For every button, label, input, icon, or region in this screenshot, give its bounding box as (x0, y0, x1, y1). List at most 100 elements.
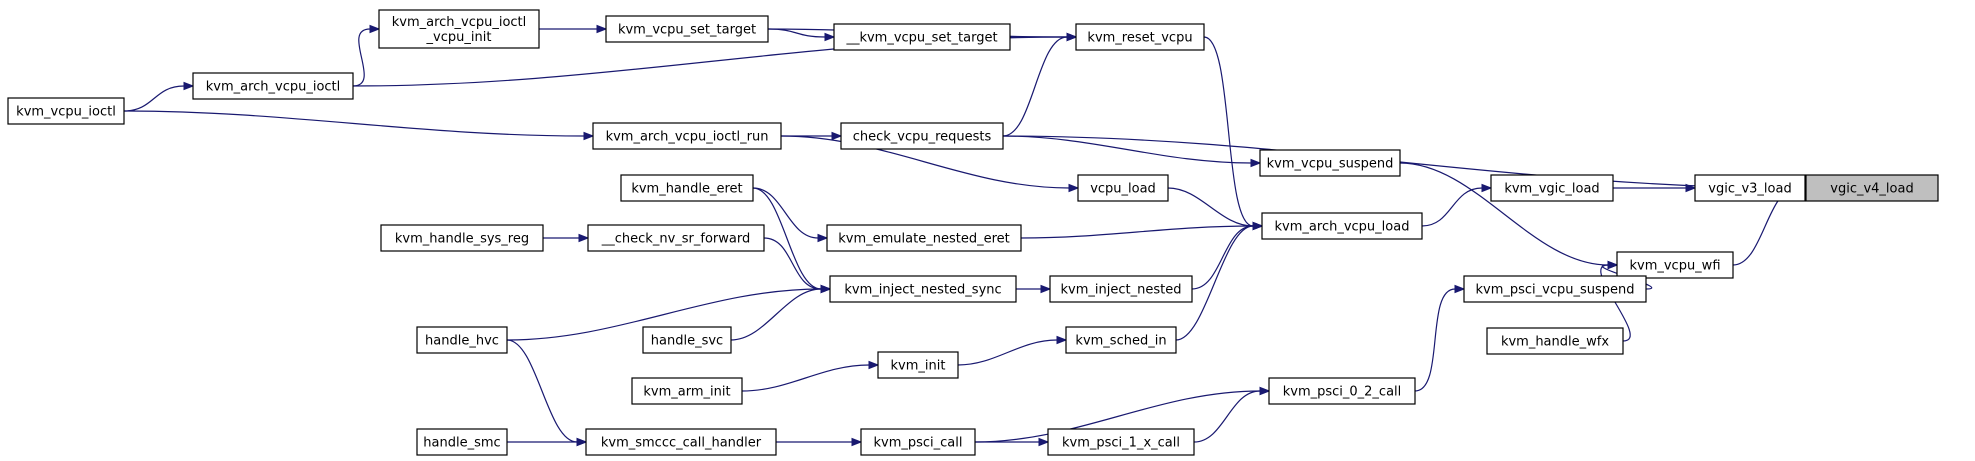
node-kvm_vcpu_wfi[interactable]: kvm_vcpu_wfi (1616, 251, 1734, 279)
edge-handle_hvc-to-kvm_smccc_call_handler (506, 339, 588, 447)
node-label: vgic_v4_load (1830, 182, 1913, 197)
node-label: kvm_arch_vcpu_ioctl (392, 15, 527, 30)
node-kvm_inject_nested[interactable]: kvm_inject_nested (1049, 275, 1193, 303)
node-kvm_arch_vcpu_load[interactable]: kvm_arch_vcpu_load (1261, 212, 1423, 240)
node-kvm_reset_vcpu[interactable]: kvm_reset_vcpu (1075, 23, 1205, 51)
node-label: kvm_inject_nested_sync (844, 283, 1001, 298)
edge-kvm_inject_nested_sync-to-kvm_inject_nested (1016, 284, 1052, 294)
node-vgic_v3_load[interactable]: vgic_v3_load (1694, 174, 1806, 202)
node-kvm_arm_init[interactable]: kvm_arm_init (631, 377, 743, 405)
node-box (631, 377, 743, 405)
node-box (1490, 174, 1614, 202)
node-box (380, 224, 544, 252)
node-box (877, 351, 959, 379)
node-label: kvm_vgic_load (1504, 182, 1599, 197)
edge-kvm_handle_eret-to-kvm_emulate_nested_eret (752, 187, 829, 243)
edge-handle_svc-to-kvm_inject_nested_sync (730, 284, 832, 341)
node-kvm_emulate_nested_eret[interactable]: kvm_emulate_nested_eret (826, 224, 1022, 252)
edge-kvm_reset_vcpu-to-kvm_arch_vcpu_load (1203, 36, 1264, 231)
node-label: _vcpu_init (426, 30, 492, 45)
node-label: kvm_reset_vcpu (1087, 31, 1192, 46)
node-label: __check_nv_sr_forward (601, 232, 750, 247)
edge-kvm_arm_init-to-kvm_init (741, 360, 880, 392)
node-box (605, 15, 769, 43)
node-label: kvm_arch_vcpu_load (1275, 220, 1410, 235)
node-kvm_arch_vcpu_ioctl_run[interactable]: kvm_arch_vcpu_ioctl_run (592, 122, 782, 150)
node-check_vcpu_requests[interactable]: check_vcpu_requests (840, 122, 1004, 150)
node-kvm_init[interactable]: kvm_init (877, 351, 959, 379)
edge-__check_nv_sr_forward-to-kvm_inject_nested_sync (763, 237, 832, 294)
node-box (585, 428, 777, 456)
edge-kvm_handle_wfx-to-kvm_vcpu_wfi (1600, 260, 1631, 342)
node-box (7, 97, 125, 125)
edge-kvm_arch_vcpu_ioctl_vcpu_init-to-kvm_vcpu_set_target (539, 24, 608, 34)
node-kvm_sched_in[interactable]: kvm_sched_in (1065, 326, 1177, 354)
node-box (1065, 326, 1177, 354)
call-graph-edges (123, 24, 1814, 447)
node-box (1486, 327, 1624, 355)
edge-kvm_sched_in-to-kvm_arch_vcpu_load (1175, 221, 1264, 341)
node-__kvm_vcpu_set_target[interactable]: __kvm_vcpu_set_target (833, 23, 1011, 51)
node-box (620, 174, 754, 202)
node-kvm_vcpu_suspend[interactable]: kvm_vcpu_suspend (1259, 149, 1401, 177)
node-box (1616, 251, 1734, 279)
node-label: kvm_vcpu_wfi (1629, 259, 1720, 274)
node-box (1463, 275, 1647, 303)
node-handle_svc[interactable]: handle_svc (642, 326, 732, 354)
node-box (833, 23, 1011, 51)
node-label: kvm_psci_vcpu_suspend (1475, 283, 1634, 298)
node-box (642, 326, 732, 354)
node-label: vcpu_load (1090, 182, 1156, 197)
edge-kvm_handle_sys_reg-to-__check_nv_sr_forward (542, 233, 590, 243)
node-label: handle_smc (423, 436, 500, 451)
node-label: __kvm_vcpu_set_target (845, 31, 997, 46)
node-box (829, 275, 1017, 303)
node-box (1268, 377, 1416, 405)
node-kvm_vcpu_ioctl[interactable]: kvm_vcpu_ioctl (7, 97, 125, 125)
node-kvm_vgic_load[interactable]: kvm_vgic_load (1490, 174, 1614, 202)
node-kvm_handle_eret[interactable]: kvm_handle_eret (620, 174, 754, 202)
edge-check_vcpu_requests-to-kvm_reset_vcpu (1002, 32, 1078, 137)
node-kvm_smccc_call_handler[interactable]: kvm_smccc_call_handler (585, 428, 777, 456)
node-kvm_psci_call[interactable]: kvm_psci_call (860, 428, 976, 456)
node-label: kvm_vcpu_set_target (618, 23, 756, 38)
node-box (1259, 149, 1401, 177)
node-label: kvm_arch_vcpu_ioctl (206, 80, 341, 95)
node-kvm_psci_vcpu_suspend[interactable]: kvm_psci_vcpu_suspend (1463, 275, 1647, 303)
node-label: kvm_arch_vcpu_ioctl_run (606, 130, 769, 145)
edge-kvm_arch_vcpu_load-to-kvm_vgic_load (1421, 183, 1493, 227)
node-kvm_vcpu_set_target[interactable]: kvm_vcpu_set_target (605, 15, 769, 43)
node-label: kvm_vcpu_suspend (1267, 157, 1394, 172)
node-kvm_psci_0_2_call[interactable]: kvm_psci_0_2_call (1268, 377, 1416, 405)
node-box (840, 122, 1004, 150)
call-graph-nodes: vgic_v4_load vgic_v3_load kvm_vcpu_wfi kvm_… (7, 9, 1939, 456)
node-label: kvm_emulate_nested_eret (838, 232, 1009, 247)
node-handle_hvc[interactable]: handle_hvc (416, 326, 508, 354)
node-__check_nv_sr_forward[interactable]: __check_nv_sr_forward (587, 224, 765, 252)
node-box (1047, 428, 1195, 456)
node-label: kvm_psci_0_2_call (1283, 385, 1402, 400)
node-vgic_v4_load[interactable]: vgic_v4_load (1805, 174, 1939, 202)
node-label: handle_hvc (425, 334, 499, 349)
node-label: kvm_handle_sys_reg (395, 232, 529, 247)
node-kvm_arch_vcpu_ioctl[interactable]: kvm_arch_vcpu_ioctl (192, 72, 354, 100)
node-kvm_handle_sys_reg[interactable]: kvm_handle_sys_reg (380, 224, 544, 252)
node-box (587, 224, 765, 252)
node-handle_smc[interactable]: handle_smc (416, 428, 508, 456)
node-kvm_inject_nested_sync[interactable]: kvm_inject_nested_sync (829, 275, 1017, 303)
node-label: check_vcpu_requests (853, 130, 992, 145)
edge-kvm_vcpu_set_target-to-__kvm_vcpu_set_target (767, 28, 836, 42)
node-box (1805, 174, 1939, 202)
edge-kvm_init-to-kvm_sched_in (957, 335, 1068, 366)
node-kvm_handle_wfx[interactable]: kvm_handle_wfx (1486, 327, 1624, 355)
node-label: kvm_handle_eret (631, 182, 742, 197)
node-box (1694, 174, 1806, 202)
edge-kvm_psci_0_2_call-to-kvm_psci_vcpu_suspend (1414, 284, 1466, 392)
node-label: kvm_sched_in (1075, 334, 1166, 349)
node-kvm_psci_1_x_call[interactable]: kvm_psci_1_x_call (1047, 428, 1195, 456)
edge-kvm_vcpu_ioctl-to-kvm_arch_vcpu_ioctl (123, 81, 195, 112)
node-box (1077, 174, 1169, 202)
node-vcpu_load[interactable]: vcpu_load (1077, 174, 1169, 202)
node-kvm_arch_vcpu_ioctl_vcpu_init[interactable]: kvm_arch_vcpu_ioctl_vcpu_init (378, 9, 540, 49)
